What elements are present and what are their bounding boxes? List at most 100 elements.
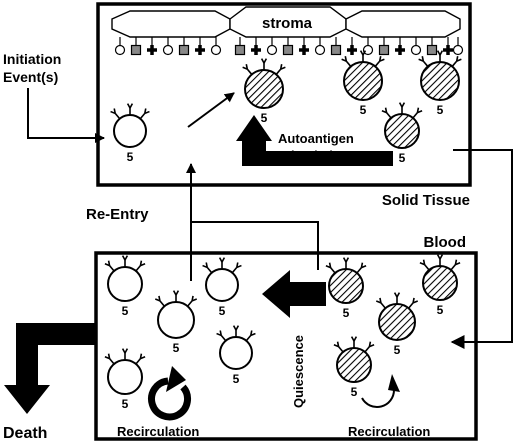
stroma-cells — [111, 6, 461, 38]
stroma-foot — [378, 37, 390, 56]
lymphocyte-cell: 5 — [418, 50, 462, 117]
antigen-marker — [452, 44, 464, 56]
antigen-marker — [299, 45, 309, 55]
antigen-marker — [266, 44, 278, 56]
antigen-marker — [210, 44, 222, 56]
lymphocyte-cell: 5 — [325, 257, 367, 320]
lymphocyte-cell: 5 — [110, 103, 150, 164]
stroma-foot — [426, 37, 438, 56]
cell-label: 5 — [122, 304, 129, 318]
antigen-marker — [362, 44, 374, 56]
stroma-foot — [114, 37, 126, 56]
cell-label: 5 — [360, 103, 367, 117]
lymphocyte-cell: 5 — [419, 254, 461, 317]
antigen-marker — [426, 44, 438, 56]
stroma-foot — [410, 37, 422, 56]
recirculation-arrowhead-left — [166, 366, 186, 392]
activation-arrow — [187, 92, 235, 128]
stroma-foot — [251, 37, 261, 55]
cells: 5 5 5 5 5 5 5 5 5 5 5 5 5 5 — [104, 50, 462, 411]
stroma-foot — [266, 37, 278, 56]
solid-tissue-box — [96, 2, 472, 187]
death-label: Death — [3, 425, 47, 442]
re-entry-label: Re-Entry — [86, 206, 149, 223]
recirculation-arrow-left — [148, 377, 192, 421]
stimulation-arrow — [236, 115, 393, 166]
recirculation-arrow-right — [361, 389, 395, 408]
cell-label: 5 — [122, 397, 129, 411]
stroma-feet — [114, 37, 464, 56]
blood-box — [94, 251, 478, 441]
cell-label: 5 — [173, 341, 180, 355]
cell-label: 5 — [233, 372, 240, 386]
stroma-foot — [443, 37, 453, 55]
death-arrow — [4, 323, 96, 414]
antigen-marker — [395, 45, 405, 55]
antigen-marker — [378, 44, 390, 56]
cell-label: 5 — [351, 385, 358, 399]
antigen-marker — [130, 44, 142, 56]
stroma-foot — [162, 37, 174, 56]
antigen-marker — [251, 45, 261, 55]
antigen-marker — [314, 44, 326, 56]
lymphocyte-cell: 5 — [154, 290, 198, 355]
stroma-foot — [362, 37, 374, 56]
antigen-marker — [195, 45, 205, 55]
stroma-foot — [314, 37, 326, 56]
stroma-foot — [395, 37, 405, 55]
quiescence-arrow — [262, 270, 326, 318]
stroma-foot — [234, 37, 246, 56]
lymphocyte-cell: 5 — [104, 255, 146, 318]
lymphocyte-cell: 5 — [381, 102, 423, 165]
lymphocyte-cell: 5 — [202, 257, 242, 318]
blood-label: Blood — [424, 234, 467, 251]
lymphocyte-cell: 5 — [104, 348, 146, 411]
stroma-foot — [130, 37, 142, 56]
initiation-line-2: Event(s) — [3, 69, 58, 85]
initiation-arrow — [27, 88, 105, 143]
lymphocyte-cell: 5 — [242, 58, 286, 125]
stroma-foot — [147, 37, 157, 55]
antigen-marker — [410, 44, 422, 56]
re-entry-line — [191, 221, 319, 270]
initiation-line-1: Initiation — [3, 51, 61, 67]
cell-label: 5 — [394, 343, 401, 357]
antigen-marker — [114, 44, 126, 56]
cell-label: 5 — [127, 150, 134, 164]
stimulation-label: Stimulation — [278, 148, 349, 163]
cell-label: 5 — [261, 111, 268, 125]
stroma-foot — [299, 37, 309, 55]
stroma-foot — [282, 37, 294, 56]
cell-label: 5 — [437, 303, 444, 317]
stroma-label: stroma — [262, 15, 313, 32]
antigen-marker — [162, 44, 174, 56]
solid-tissue-label: Solid Tissue — [382, 192, 470, 209]
stroma-foot — [178, 37, 190, 56]
lymphocyte-cell: 5 — [375, 292, 419, 357]
lymphocyte-cell: 5 — [341, 50, 385, 117]
recirculation-arrowhead-right — [388, 374, 400, 392]
recirculation-label-right: Recirculation — [348, 424, 430, 439]
antigen-marker — [282, 44, 294, 56]
antigen-marker — [443, 45, 453, 55]
lymphocyte-cell: 5 — [333, 336, 375, 399]
quiescence-label: Quiescence — [291, 335, 306, 408]
cell-label: 5 — [399, 151, 406, 165]
antigen-marker — [330, 44, 342, 56]
stroma-foot — [210, 37, 222, 56]
stroma-foot — [195, 37, 205, 55]
autoantigen-label: Autoantigen — [278, 131, 354, 146]
antigen-marker — [147, 45, 157, 55]
antigen-marker — [347, 45, 357, 55]
cell-label: 5 — [343, 306, 350, 320]
antigen-marker — [234, 44, 246, 56]
recirculation-label-left: Recirculation — [117, 424, 199, 439]
cell-label: 5 — [437, 103, 444, 117]
exit-arrow — [450, 149, 513, 349]
stroma-foot — [330, 37, 342, 56]
stroma-foot — [347, 37, 357, 55]
antigen-marker — [178, 44, 190, 56]
stroma-foot — [452, 37, 464, 56]
lymphocyte-cell: 5 — [216, 325, 256, 386]
